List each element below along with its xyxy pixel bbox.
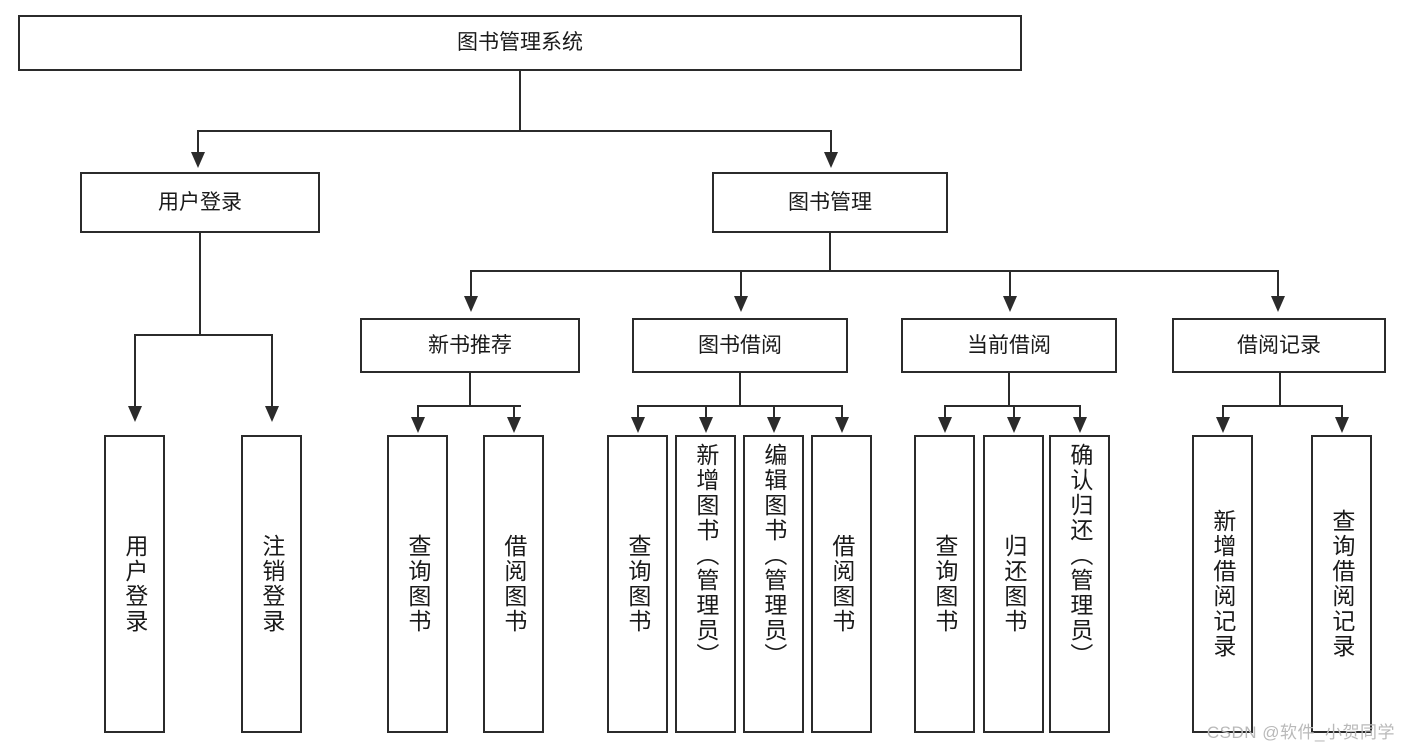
node-label: 查询借阅记录 — [1328, 509, 1355, 659]
leaf-current-query-book[interactable]: 查询图书 — [914, 435, 975, 733]
connector-user-login-drop-1 — [134, 334, 136, 408]
node-label: 图书管理 — [788, 190, 872, 214]
node-label: 新书推荐 — [428, 333, 512, 357]
connector-record-drop-1 — [1222, 405, 1224, 419]
connector-book-mgmt-stem — [829, 233, 831, 271]
connector-book-mgmt-drop-2 — [740, 270, 742, 298]
leaf-recommend-query-book[interactable]: 查询图书 — [387, 435, 448, 733]
arrowhead-book-mgmt-3 — [1003, 296, 1017, 312]
arrowhead-recommend-2 — [507, 417, 521, 433]
connector-user-login-drop-2 — [271, 334, 273, 408]
connector-user-login-stem — [199, 233, 201, 335]
connector-record-bar — [1222, 405, 1341, 407]
connector-root-bar — [197, 130, 831, 132]
node-label: 借阅图书 — [500, 534, 527, 634]
arrowhead-current-2 — [1007, 417, 1021, 433]
connector-root-drop-right — [830, 130, 832, 155]
node-user-login[interactable]: 用户登录 — [80, 172, 320, 233]
node-label: 图书管理系统 — [457, 30, 583, 54]
leaf-borrow-add-book-admin[interactable]: 新增图书（管理员） — [675, 435, 736, 733]
connector-recommend-bar — [417, 405, 521, 407]
arrowhead-borrow-4 — [835, 417, 849, 433]
node-label: 查询图书 — [624, 534, 651, 634]
arrowhead-current-1 — [938, 417, 952, 433]
arrowhead-current-3 — [1073, 417, 1087, 433]
node-label: 图书借阅 — [698, 333, 782, 357]
node-label: 确认归还（管理员） — [1066, 443, 1093, 668]
arrowhead-recommend-1 — [411, 417, 425, 433]
leaf-current-confirm-return-admin[interactable]: 确认归还（管理员） — [1049, 435, 1110, 733]
connector-borrow-stem — [739, 373, 741, 406]
connector-current-bar — [944, 405, 1080, 407]
arrowhead-book-mgmt-1 — [464, 296, 478, 312]
node-label: 当前借阅 — [967, 333, 1051, 357]
connector-recommend-drop-2 — [513, 405, 515, 419]
arrowhead-record-2 — [1335, 417, 1349, 433]
connector-recommend-drop-1 — [417, 405, 419, 419]
leaf-borrow-query-book[interactable]: 查询图书 — [607, 435, 668, 733]
connector-borrow-drop-1 — [637, 405, 639, 419]
node-book-management[interactable]: 图书管理 — [712, 172, 948, 233]
leaf-borrow-edit-book-admin[interactable]: 编辑图书（管理员） — [743, 435, 804, 733]
node-book-borrow[interactable]: 图书借阅 — [632, 318, 848, 373]
connector-root-stem — [519, 71, 521, 131]
arrowhead-borrow-2 — [699, 417, 713, 433]
leaf-record-query-record[interactable]: 查询借阅记录 — [1311, 435, 1372, 733]
arrowhead-user-login-2 — [265, 406, 279, 422]
connector-current-stem — [1008, 373, 1010, 406]
arrowhead-root-right — [824, 152, 838, 168]
node-label: 编辑图书（管理员） — [760, 443, 787, 668]
connector-user-login-bar — [134, 334, 273, 336]
arrowhead-user-login-1 — [128, 406, 142, 422]
leaf-borrow-borrow-book[interactable]: 借阅图书 — [811, 435, 872, 733]
connector-borrow-drop-3 — [773, 405, 775, 419]
node-label: 注销登录 — [258, 534, 285, 634]
connector-current-drop-3 — [1079, 405, 1081, 419]
arrowhead-book-mgmt-4 — [1271, 296, 1285, 312]
node-label: 归还图书 — [1000, 534, 1027, 634]
node-label: 用户登录 — [121, 534, 148, 634]
node-label: 借阅记录 — [1237, 333, 1321, 357]
connector-book-mgmt-bar — [470, 270, 1278, 272]
connector-borrow-bar — [637, 405, 841, 407]
node-label: 借阅图书 — [828, 534, 855, 634]
leaf-current-return-book[interactable]: 归还图书 — [983, 435, 1044, 733]
arrowhead-record-1 — [1216, 417, 1230, 433]
connector-book-mgmt-drop-1 — [470, 270, 472, 298]
node-label: 查询图书 — [931, 534, 958, 634]
connector-record-stem — [1279, 373, 1281, 406]
connector-current-drop-2 — [1013, 405, 1015, 419]
arrowhead-book-mgmt-2 — [734, 296, 748, 312]
arrowhead-borrow-1 — [631, 417, 645, 433]
leaf-record-add-record[interactable]: 新增借阅记录 — [1192, 435, 1253, 733]
node-borrow-record[interactable]: 借阅记录 — [1172, 318, 1386, 373]
node-label: 新增图书（管理员） — [692, 443, 719, 668]
leaf-user-login-logout[interactable]: 注销登录 — [241, 435, 302, 733]
connector-recommend-stem — [469, 373, 471, 406]
node-current-borrow[interactable]: 当前借阅 — [901, 318, 1117, 373]
leaf-user-login-login[interactable]: 用户登录 — [104, 435, 165, 733]
node-new-book-recommend[interactable]: 新书推荐 — [360, 318, 580, 373]
connector-record-drop-2 — [1341, 405, 1343, 419]
connector-book-mgmt-drop-3 — [1009, 270, 1011, 298]
arrowhead-root-left — [191, 152, 205, 168]
node-label: 用户登录 — [158, 190, 242, 214]
watermark: CSDN @软件_小贺同学 — [1206, 723, 1395, 742]
node-root-system[interactable]: 图书管理系统 — [18, 15, 1022, 71]
arrowhead-borrow-3 — [767, 417, 781, 433]
node-label: 查询图书 — [404, 534, 431, 634]
connector-book-mgmt-drop-4 — [1277, 270, 1279, 298]
connector-root-drop-left — [197, 130, 199, 155]
connector-current-drop-1 — [944, 405, 946, 419]
connector-borrow-drop-4 — [841, 405, 843, 419]
leaf-recommend-borrow-book[interactable]: 借阅图书 — [483, 435, 544, 733]
connector-borrow-drop-2 — [705, 405, 707, 419]
node-label: 新增借阅记录 — [1209, 509, 1236, 659]
